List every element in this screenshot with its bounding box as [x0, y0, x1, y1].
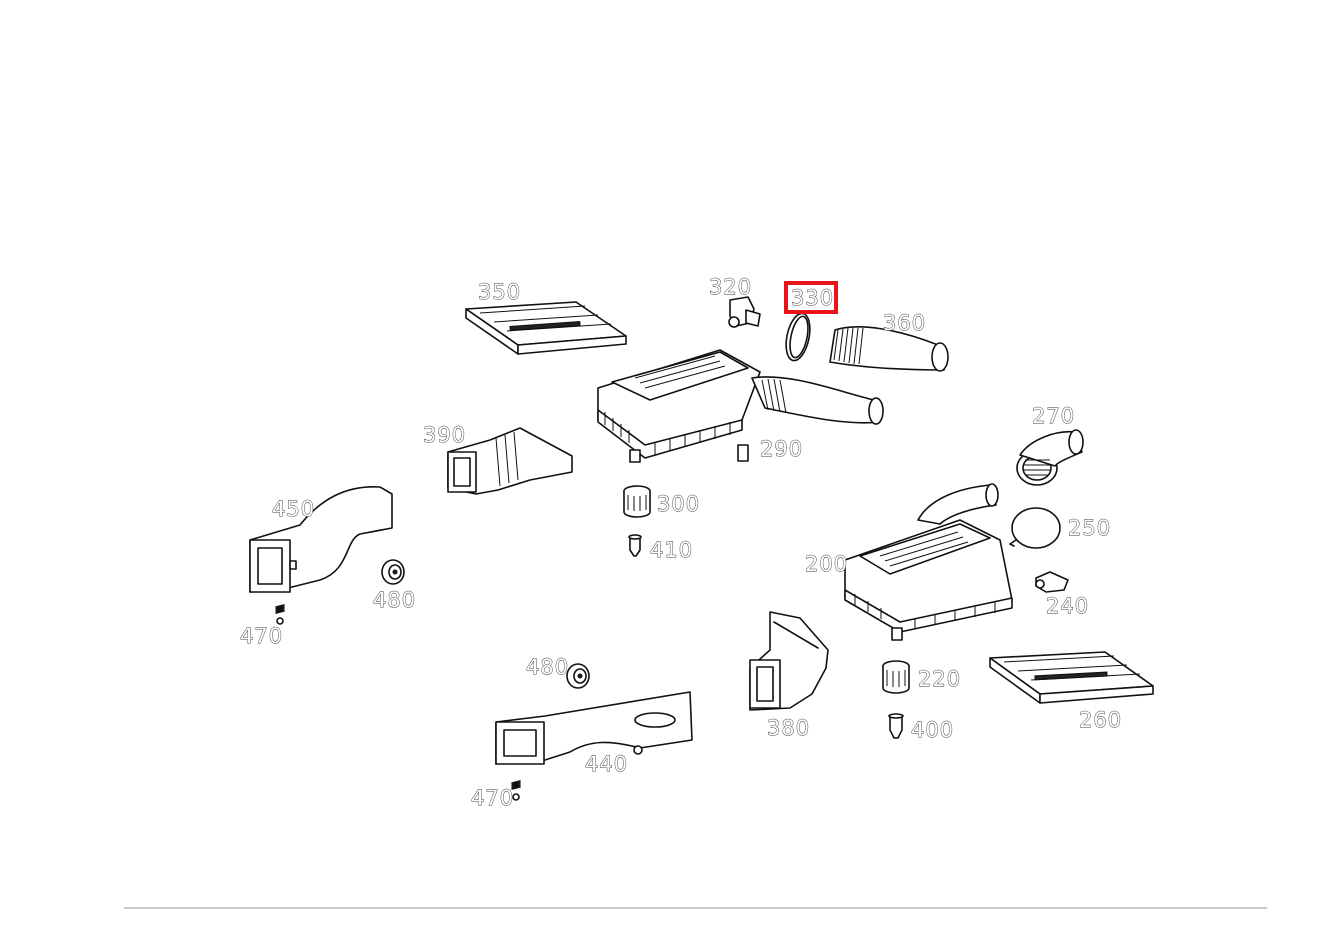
- part-440-air-duct[interactable]: [495, 691, 693, 765]
- part-400-grommet[interactable]: [888, 713, 904, 739]
- part-390-air-duct[interactable]: [447, 427, 573, 495]
- part-270-intake-elbow[interactable]: [1016, 429, 1084, 486]
- label-480-lower[interactable]: 480: [526, 655, 569, 680]
- part-350-air-filter-element[interactable]: [465, 301, 627, 355]
- part-260-air-filter-element[interactable]: [989, 651, 1154, 704]
- label-330[interactable]: 330: [791, 286, 834, 311]
- label-400[interactable]: 400: [911, 718, 954, 743]
- label-470-lower[interactable]: 470: [471, 786, 514, 811]
- label-250[interactable]: 250: [1068, 516, 1111, 541]
- label-360[interactable]: 360: [883, 311, 926, 336]
- part-360-intake-hose[interactable]: [829, 326, 949, 372]
- part-240-sensor[interactable]: [1035, 571, 1069, 593]
- label-200[interactable]: 200: [805, 552, 848, 577]
- label-300[interactable]: 300: [657, 492, 700, 517]
- label-480-left[interactable]: 480: [373, 588, 416, 613]
- label-290[interactable]: 290: [760, 437, 803, 462]
- part-380-air-duct[interactable]: [749, 611, 829, 711]
- label-270[interactable]: 270: [1032, 404, 1075, 429]
- label-240[interactable]: 240: [1046, 594, 1089, 619]
- part-410-grommet[interactable]: [628, 534, 642, 557]
- part-470-spring-clip-left[interactable]: [275, 604, 285, 625]
- part-470-spring-clip-lower[interactable]: [511, 780, 521, 801]
- label-450[interactable]: 450: [272, 497, 315, 522]
- part-250-clamp[interactable]: [1009, 507, 1061, 549]
- footer-divider: [124, 907, 1267, 909]
- label-440[interactable]: 440: [585, 752, 628, 777]
- label-410[interactable]: 410: [650, 538, 693, 563]
- part-480-cap-left[interactable]: [381, 559, 405, 585]
- selection-highlight-330: [784, 281, 838, 314]
- label-220[interactable]: 220: [918, 667, 961, 692]
- part-220-damper[interactable]: [882, 660, 910, 694]
- part-300-damper[interactable]: [623, 485, 651, 518]
- label-320[interactable]: 320: [709, 275, 752, 300]
- part-450-air-duct[interactable]: [249, 486, 393, 593]
- part-330-clamp-ring[interactable]: [782, 311, 813, 363]
- label-350[interactable]: 350: [478, 280, 521, 305]
- part-320-sensor[interactable]: [728, 296, 761, 328]
- label-470-left[interactable]: 470: [240, 624, 283, 649]
- label-380[interactable]: 380: [767, 716, 810, 741]
- part-480-cap-lower[interactable]: [566, 663, 590, 689]
- label-260[interactable]: 260: [1079, 708, 1122, 733]
- part-290-air-filter-housing[interactable]: [597, 349, 884, 463]
- part-200-air-filter-housing[interactable]: [844, 483, 1013, 641]
- label-390[interactable]: 390: [423, 423, 466, 448]
